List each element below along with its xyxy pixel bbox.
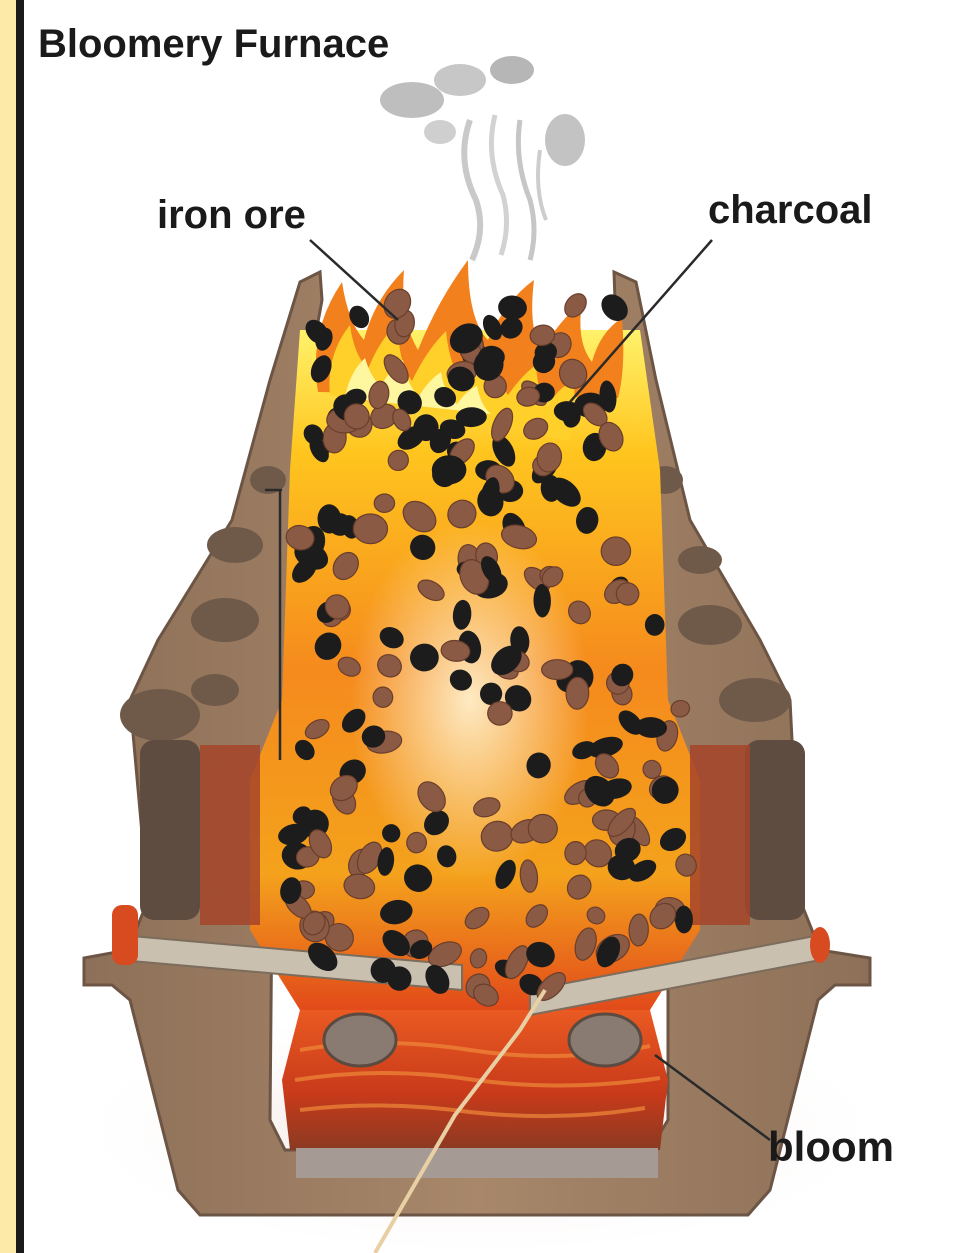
- clay-plug-left: [324, 1014, 396, 1066]
- label-bloom: bloom: [768, 1123, 894, 1171]
- clay-plug-right: [569, 1014, 641, 1066]
- label-charcoal: charcoal: [708, 188, 873, 233]
- iron-ore-piece: [566, 677, 590, 710]
- diagram-title: Bloomery Furnace: [38, 22, 389, 67]
- label-iron-ore: iron ore: [157, 193, 306, 238]
- iron-ore-piece: [542, 660, 573, 680]
- iron-ore-piece: [560, 290, 590, 322]
- smoke: [380, 56, 585, 260]
- iron-ore-piece: [629, 914, 649, 946]
- brick-left: [200, 745, 260, 925]
- brick-right: [690, 745, 750, 925]
- bellows-right: [810, 927, 830, 963]
- iron-ore-piece: [487, 701, 512, 725]
- iron-ore-piece: [601, 537, 631, 566]
- hearth-base: [296, 1148, 658, 1178]
- iron-ore-piece: [353, 514, 388, 544]
- bellows-left: [112, 905, 138, 965]
- iron-ore-piece: [374, 494, 394, 512]
